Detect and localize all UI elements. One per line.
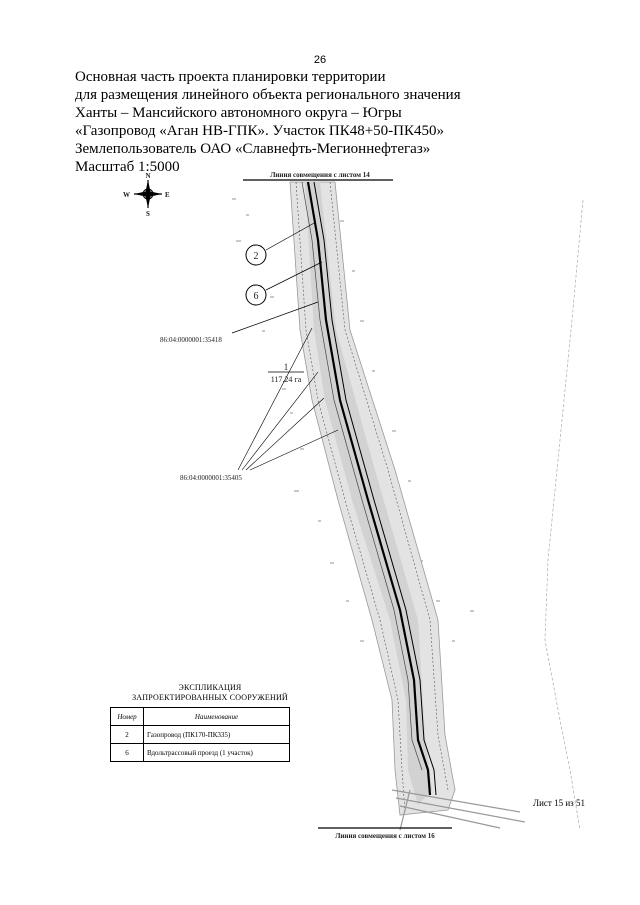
parcel-lower-leader (237, 327, 339, 471)
page-number: 26 (313, 54, 327, 66)
callout-driveway: 6 (245, 261, 323, 306)
legend-title-line: ЭКСПЛИКАЦИЯ (178, 683, 242, 692)
zone-area-label: 1 117.24 га (268, 362, 304, 384)
gas-pipeline-line (306, 181, 432, 796)
parcel-upper-leader: 86:04:0000001:35418 (160, 301, 319, 344)
crossing-utilities (391, 789, 526, 831)
legend-title-line: ЗАПРОЕКТИРОВАННЫХ СООРУЖЕНИЙ (132, 693, 288, 702)
legend-header-row: Номер Наименование (110, 707, 290, 726)
table-row: 2 Газопровод (ПК170-ПК335) (110, 725, 290, 744)
callout-gas-pipeline: 2 (245, 221, 317, 266)
header-line: Ханты – Мансийского автономного округа –… (75, 105, 402, 121)
table-row: 6 Вдольтрассовый проезд (1 участок) (110, 743, 290, 762)
legend-row-name: Газопровод (ПК170-ПК335) (143, 725, 290, 744)
far-boundary-line (544, 199, 584, 831)
header-line: для размещения линейного объекта региона… (75, 87, 461, 103)
legend-header-number: Номер (110, 707, 144, 726)
match-line-top-label: Линия совмещения с листом 14 (270, 171, 370, 179)
legend-row-number: 2 (110, 725, 144, 744)
match-line-top: Линия совмещения с листом 14 (243, 171, 393, 181)
header-line: Землепользователь ОАО «Славнефть-Мегионн… (75, 141, 431, 157)
callout-gas-pipeline-number: 2 (254, 251, 259, 262)
legend-row-number: 6 (110, 743, 144, 762)
document-header: Основная часть проекта планировки террит… (75, 68, 545, 176)
callout-driveway-number: 6 (254, 291, 259, 302)
legend-header-name: Наименование (143, 707, 290, 726)
driveway-line (313, 181, 437, 796)
corridor-inner-zone (305, 182, 432, 805)
compass-s: S (146, 210, 150, 218)
match-line-bottom: Линия совмещения с листом 16 (318, 827, 452, 840)
compass-e: E (165, 191, 170, 199)
compass-n: N (145, 172, 150, 180)
legend-title: ЭКСПЛИКАЦИЯ ЗАПРОЕКТИРОВАННЫХ СООРУЖЕНИЙ (110, 683, 310, 703)
header-line: «Газопровод «Аган НВ-ГПК». Участок ПК48+… (75, 123, 445, 139)
zone-number: 1 (284, 362, 289, 372)
compass-w: W (123, 191, 130, 199)
match-line-bottom-label: Линия совмещения с листом 16 (335, 832, 435, 840)
existing-line (301, 181, 423, 771)
header-line: Основная часть проекта планировки террит… (75, 69, 386, 85)
parcel-upper-label: 86:04:0000001:35418 (160, 336, 222, 344)
corridor-left-boundary (295, 181, 406, 813)
zone-area: 117.24 га (271, 375, 302, 384)
sheet-label: Лист 15 из 51 (533, 798, 585, 808)
compass-rose-icon: N S W E (123, 172, 170, 218)
legend-table: Номер Наименование 2 Газопровод (ПК170-П… (110, 707, 290, 762)
legend-row-name: Вдольтрассовый проезд (1 участок) (143, 743, 290, 762)
scale-label: Масштаб 1:5000 (75, 159, 180, 175)
corridor-right-boundary (329, 181, 449, 791)
parcel-lower-label: 86:04:0000001:35405 (180, 474, 242, 482)
